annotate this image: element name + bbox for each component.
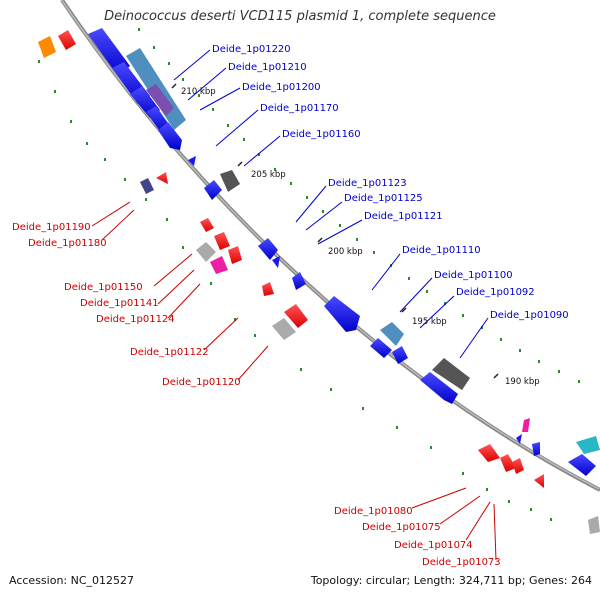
gene-feature	[478, 444, 500, 462]
gene-label: Deide_1p01150	[64, 282, 143, 293]
gene-feature	[392, 346, 408, 364]
tick-marks	[171, 83, 499, 379]
gene-label: Deide_1p01124	[96, 314, 175, 325]
forward-leader-lines	[173, 49, 489, 359]
outer-dotted-ring	[138, 28, 580, 383]
gene-label: Deide_1p01080	[334, 506, 413, 517]
gene-feature	[522, 418, 530, 432]
gene-feature	[196, 242, 216, 262]
gene-label: Deide_1p01074	[394, 540, 473, 551]
tick-label-205kbp: 205 kbp	[251, 170, 286, 180]
gene-label: Deide_1p01200	[242, 82, 321, 93]
map-title: Deinococcus deserti VCD115 plasmid 1, co…	[104, 9, 496, 24]
tick-label-200kbp: 200 kbp	[328, 247, 363, 257]
gene-feature	[188, 156, 196, 166]
gene-label: Deide_1p01075	[362, 522, 441, 533]
gene-feature	[420, 372, 458, 404]
backbone-arc-highlight	[60, 0, 600, 490]
gene-feature	[324, 296, 360, 332]
gene-label: Deide_1p01120	[162, 377, 241, 388]
gene-label: Deide_1p01122	[130, 347, 209, 358]
tick-label-210kbp: 210 kbp	[181, 87, 216, 97]
gene-label: Deide_1p01121	[364, 211, 443, 222]
gene-label: Deide_1p01180	[28, 238, 107, 249]
gene-label: Deide_1p01220	[212, 44, 291, 55]
gene-feature	[228, 246, 242, 264]
forward-gene-labels: Deide_1p01220 Deide_1p01210 Deide_1p0120…	[212, 44, 569, 321]
gene-label: Deide_1p01125	[344, 193, 423, 204]
gene-feature	[588, 516, 600, 534]
gene-label: Deide_1p01141	[80, 298, 159, 309]
gene-label: Deide_1p01210	[228, 62, 307, 73]
gene-label: Deide_1p01100	[434, 270, 513, 281]
gene-feature	[214, 232, 230, 250]
gene-feature	[370, 338, 392, 358]
gene-feature	[204, 180, 222, 200]
gene-feature	[534, 474, 544, 488]
gene-feature	[500, 454, 516, 472]
tick-label-190kbp: 190 kbp	[505, 377, 540, 387]
gene-label: Deide_1p01110	[402, 245, 481, 256]
gene-feature	[292, 272, 306, 290]
gene-feature	[200, 218, 214, 232]
forward-genes	[88, 28, 600, 476]
topology-summary: Topology: circular; Length: 324,711 bp; …	[310, 574, 592, 587]
inner-dotted-ring	[38, 60, 552, 521]
gene-label: Deide_1p01073	[422, 557, 501, 568]
gene-feature	[156, 172, 168, 184]
gene-label: Deide_1p01170	[260, 103, 339, 114]
reverse-leader-lines	[91, 201, 497, 561]
reverse-genes	[38, 30, 600, 534]
gene-feature	[158, 122, 182, 150]
gene-feature	[432, 358, 470, 390]
gene-feature	[516, 434, 522, 444]
gene-feature	[568, 454, 596, 476]
gene-feature	[262, 282, 274, 296]
gene-feature	[576, 436, 600, 454]
gene-label: Deide_1p01092	[456, 287, 535, 298]
reverse-gene-labels: Deide_1p01190 Deide_1p01180 Deide_1p0115…	[12, 222, 501, 568]
gene-label: Deide_1p01190	[12, 222, 91, 233]
gene-feature	[38, 36, 56, 58]
gene-feature	[380, 322, 404, 346]
gene-label: Deide_1p01160	[282, 129, 361, 140]
tick-label-195kbp: 195 kbp	[412, 317, 447, 327]
gene-feature	[140, 178, 154, 194]
gene-feature	[88, 28, 130, 76]
gene-feature	[272, 256, 280, 268]
gene-feature	[284, 304, 308, 328]
gene-feature	[58, 30, 76, 50]
gene-feature	[272, 318, 296, 340]
gene-feature	[512, 458, 524, 474]
gene-feature	[532, 442, 540, 456]
gene-feature	[258, 238, 278, 260]
accession-label: Accession: NC_012527	[9, 574, 135, 587]
gene-feature	[146, 84, 174, 116]
gene-label: Deide_1p01090	[490, 310, 569, 321]
gene-feature	[220, 170, 240, 192]
gene-feature	[210, 256, 228, 274]
gene-label: Deide_1p01123	[328, 178, 407, 189]
